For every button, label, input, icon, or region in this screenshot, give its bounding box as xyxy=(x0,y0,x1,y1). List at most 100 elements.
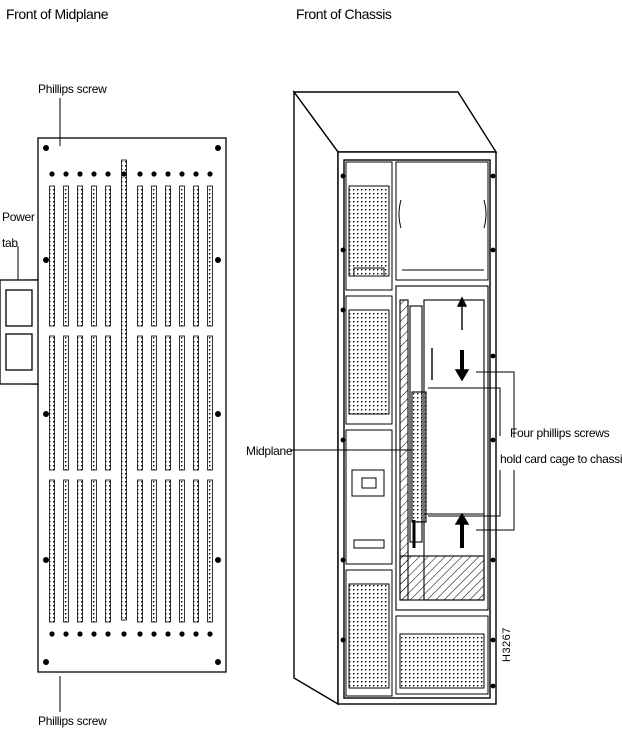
chassis-body xyxy=(292,89,498,706)
front-of-chassis-title: Front of Chassis xyxy=(296,6,392,22)
four-phillips-screws-label-line2: hold card cage to chassis xyxy=(500,452,622,466)
connector-pin xyxy=(63,631,69,637)
connector-pin xyxy=(165,171,171,177)
connector-strip xyxy=(165,479,171,623)
screw-hole xyxy=(43,411,49,417)
connector-pin xyxy=(63,171,69,177)
screw-hole xyxy=(340,557,346,563)
chassis-screw-holes xyxy=(340,173,496,689)
screw-hole xyxy=(215,659,221,665)
connector-pin xyxy=(151,171,157,177)
chassis-power-module xyxy=(395,161,489,281)
screw-hole xyxy=(215,257,221,263)
screw-hole xyxy=(340,173,346,179)
connector-pin xyxy=(207,171,213,177)
connector-strip xyxy=(179,185,185,327)
connector-strip xyxy=(77,479,83,623)
midplane-screw-holes xyxy=(43,145,221,665)
screw-hole xyxy=(490,557,496,563)
screw-hole xyxy=(215,145,221,151)
connector-strip xyxy=(165,185,171,327)
screw-hole xyxy=(490,437,496,443)
screw-hole xyxy=(43,257,49,263)
midplane-connectors xyxy=(49,159,213,637)
connector-pin xyxy=(151,631,157,637)
connector-pin xyxy=(137,171,143,177)
connector-strip xyxy=(77,185,83,327)
screw-hole xyxy=(490,683,496,689)
screw-hole xyxy=(490,247,496,253)
connector-strip xyxy=(151,185,157,327)
connector-strip xyxy=(105,185,111,327)
chassis-fan-tray xyxy=(395,615,489,695)
connector-pin xyxy=(91,171,97,177)
connector-pin xyxy=(105,631,111,637)
connector-strip xyxy=(207,479,213,623)
power-tab xyxy=(0,279,39,385)
connector-strip xyxy=(193,335,199,471)
screw-hole xyxy=(43,557,49,563)
screw-callout-leaders xyxy=(428,371,515,531)
screw-hole xyxy=(490,173,496,179)
front-of-midplane-title: Front of Midplane xyxy=(6,6,109,22)
connector-strip xyxy=(91,185,97,327)
connector-strip xyxy=(121,159,127,621)
connector-pin xyxy=(77,631,83,637)
screw-hole xyxy=(43,659,49,665)
screw-hole xyxy=(43,145,49,151)
connector-strip xyxy=(77,335,83,471)
power-tab-label-line1: Power xyxy=(2,210,35,224)
screw-hole xyxy=(490,637,496,643)
connector-pin xyxy=(193,171,199,177)
chassis-left-bays xyxy=(345,161,393,697)
connector-pin xyxy=(193,631,199,637)
screw-hole xyxy=(490,353,496,359)
connector-strip xyxy=(91,335,97,471)
connector-strip xyxy=(63,335,69,471)
connector-strip xyxy=(137,479,143,623)
connector-strip xyxy=(165,335,171,471)
screw-hole xyxy=(340,247,346,253)
connector-strip xyxy=(91,479,97,623)
midplane-leaders xyxy=(17,98,61,712)
connector-strip xyxy=(151,479,157,623)
phillips-screw-bottom-label: Phillips screw xyxy=(38,714,107,728)
connector-pin xyxy=(137,631,143,637)
power-tab-label-line2: tab xyxy=(2,236,18,250)
screw-hole xyxy=(215,411,221,417)
connector-pin xyxy=(165,631,171,637)
connector-strip xyxy=(193,479,199,623)
connector-strip xyxy=(207,335,213,471)
connector-strip xyxy=(207,185,213,327)
connector-strip xyxy=(63,185,69,327)
card-cage-arrows xyxy=(412,296,470,548)
connector-strip xyxy=(137,335,143,471)
connector-strip xyxy=(49,479,55,623)
screw-hole xyxy=(340,637,346,643)
connector-pin xyxy=(49,631,55,637)
connector-strip xyxy=(49,185,55,327)
connector-strip xyxy=(63,479,69,623)
connector-pin xyxy=(91,631,97,637)
connector-pin xyxy=(49,171,55,177)
connector-strip xyxy=(49,335,55,471)
connector-strip xyxy=(137,185,143,327)
midplane-label: Midplane xyxy=(246,444,293,458)
connector-pin xyxy=(77,171,83,177)
connector-pin xyxy=(207,631,213,637)
connector-strip xyxy=(179,335,185,471)
screw-hole xyxy=(215,557,221,563)
connector-strip xyxy=(179,479,185,623)
four-phillips-screws-label-line1: Four phillips screws xyxy=(510,426,610,440)
connector-strip xyxy=(105,335,111,471)
connector-strip xyxy=(193,185,199,327)
connector-pin xyxy=(121,171,127,177)
phillips-screw-top-label: Phillips screw xyxy=(38,82,107,96)
connector-pin xyxy=(121,631,127,637)
connector-pin xyxy=(179,171,185,177)
connector-strip xyxy=(151,335,157,471)
connector-pin xyxy=(105,171,111,177)
screw-hole xyxy=(340,307,346,313)
connector-strip xyxy=(105,479,111,623)
